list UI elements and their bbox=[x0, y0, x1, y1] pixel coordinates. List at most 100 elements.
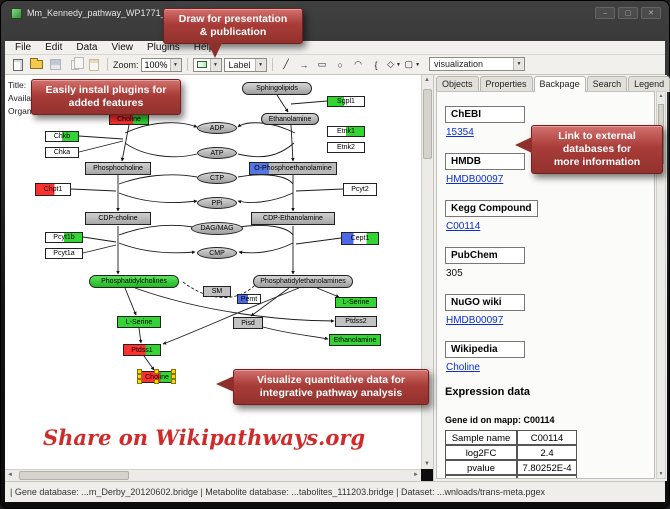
pathway-node-l-serine[interactable]: L-Serine bbox=[335, 297, 377, 308]
pathway-node-atp[interactable]: ATP bbox=[197, 147, 237, 159]
pathway-node-pisd[interactable]: Pisd bbox=[233, 317, 263, 329]
close-button[interactable]: ✕ bbox=[641, 7, 661, 19]
pathway-node-ethanolamine[interactable]: Ethanolamine bbox=[329, 334, 381, 346]
scrollbar-thumb[interactable] bbox=[423, 89, 432, 159]
selection-handle[interactable] bbox=[154, 369, 159, 374]
chevron-down-icon[interactable]: ▼ bbox=[254, 58, 266, 71]
external-db-link[interactable]: Choline bbox=[446, 362, 480, 373]
scroll-left-icon[interactable]: ◄ bbox=[7, 472, 13, 478]
tab-legend[interactable]: Legend bbox=[628, 76, 670, 92]
zoom-input[interactable] bbox=[141, 58, 170, 71]
menu-edit[interactable]: Edit bbox=[45, 42, 63, 53]
line-tool-button[interactable]: ╱ bbox=[278, 57, 295, 73]
template-shapes-combo[interactable]: ▢▼ bbox=[404, 57, 421, 73]
pathway-node-ptdss2[interactable]: Ptdss2 bbox=[335, 316, 377, 327]
pathway-node-phosphatidylcholines[interactable]: Phosphatidylcholines bbox=[89, 275, 179, 288]
pathway-node-ctp[interactable]: CTP bbox=[197, 172, 237, 184]
visualization-combo[interactable]: visualization ▼ bbox=[429, 57, 525, 71]
menu-help[interactable]: Help bbox=[193, 42, 215, 53]
selection-handle[interactable] bbox=[171, 374, 176, 379]
label-combo[interactable]: Label ▼ bbox=[223, 57, 267, 72]
pathway-node-adp[interactable]: ADP bbox=[197, 122, 237, 134]
external-db-link[interactable]: HMDB00097 bbox=[446, 315, 504, 326]
menu-bar: File Edit Data View Plugins Help bbox=[5, 41, 665, 55]
ellipse-tool-button[interactable]: ○ bbox=[332, 57, 349, 73]
pathway-node-ethanolamine[interactable]: Ethanolamine bbox=[261, 113, 319, 125]
pathway-node-pcyt1b[interactable]: Pcyt1b bbox=[45, 232, 83, 243]
pathway-node-choline[interactable]: Choline bbox=[137, 369, 176, 384]
scroll-right-icon[interactable]: ► bbox=[413, 472, 419, 478]
toolbar-separator bbox=[186, 58, 188, 71]
pathway-node-cdp-choline[interactable]: CDP-choline bbox=[85, 212, 151, 225]
pathway-node-pcyt2[interactable]: Pcyt2 bbox=[343, 183, 377, 196]
arc-tool-button[interactable]: ◠ bbox=[350, 57, 367, 73]
tab-search[interactable]: Search bbox=[586, 76, 628, 92]
selection-handle[interactable] bbox=[171, 379, 176, 384]
pathway-node-etnk1[interactable]: Etnk1 bbox=[327, 126, 365, 137]
external-db-link[interactable]: C00114 bbox=[446, 221, 481, 232]
pathway-edges bbox=[70, 94, 344, 371]
arrow-tool-button[interactable]: → bbox=[296, 57, 313, 73]
pathway-node-phosphocholine[interactable]: Phosphocholine bbox=[85, 162, 151, 175]
tab-backpage[interactable]: Backpage bbox=[533, 76, 586, 92]
selection-handle[interactable] bbox=[137, 379, 142, 384]
brace-tool-button[interactable]: { bbox=[368, 57, 385, 73]
scroll-up-icon[interactable]: ▲ bbox=[658, 93, 664, 99]
zoom-combo[interactable]: ▼ bbox=[140, 57, 182, 72]
menu-data[interactable]: Data bbox=[76, 42, 98, 53]
pathway-node-dag-mag[interactable]: DAG/MAG bbox=[191, 222, 243, 235]
pathway-node-chka[interactable]: Chka bbox=[45, 147, 79, 158]
chevron-down-icon[interactable]: ▼ bbox=[209, 58, 221, 71]
table-row: typemet bbox=[445, 475, 654, 478]
pathway-node-pemt[interactable]: Pemt bbox=[237, 294, 261, 304]
canvas-vertical-scrollbar[interactable]: ▲ ▼ bbox=[421, 75, 433, 469]
pathway-node-sm[interactable]: SM bbox=[203, 286, 231, 297]
scrollbar-thumb[interactable] bbox=[19, 471, 129, 480]
maximize-button[interactable]: ▢ bbox=[618, 7, 638, 19]
pathway-info-line: Title: bbox=[8, 80, 27, 90]
chevron-down-icon[interactable]: ▼ bbox=[169, 58, 181, 71]
selection-handle[interactable] bbox=[137, 374, 142, 379]
scroll-down-icon[interactable]: ▼ bbox=[424, 461, 430, 467]
scroll-up-icon[interactable]: ▲ bbox=[424, 77, 430, 83]
tab-properties[interactable]: Properties bbox=[479, 76, 533, 92]
rectangle-tool-button[interactable]: ▭ bbox=[314, 57, 331, 73]
minimize-button[interactable]: – bbox=[595, 7, 615, 19]
pathway-node-ptdss1[interactable]: Ptdss1 bbox=[123, 344, 161, 356]
pathway-node-chkb[interactable]: Chkb bbox=[45, 131, 79, 142]
menu-file[interactable]: File bbox=[15, 42, 32, 53]
scroll-down-icon[interactable]: ▼ bbox=[658, 471, 664, 477]
template-shapes-combo: ▢ bbox=[404, 59, 414, 69]
pathway-node-ppi[interactable]: PPi bbox=[197, 197, 237, 209]
copy-button bbox=[66, 56, 84, 73]
pathway-node-cmp[interactable]: CMP bbox=[197, 247, 237, 259]
datanode-combo[interactable]: ▼ bbox=[192, 57, 222, 72]
pathway-node-pcyt1a[interactable]: Pcyt1a bbox=[45, 248, 83, 259]
pathway-node-sgpl1[interactable]: Sgpl1 bbox=[327, 96, 365, 107]
selection-handle[interactable] bbox=[154, 379, 159, 384]
pathway-node-o-phosphoethanolamine[interactable]: O-Phosphoethanolamine bbox=[249, 162, 337, 175]
selection-handle[interactable] bbox=[137, 369, 142, 374]
pathway-node-sphingolipids[interactable]: Sphingolipids bbox=[242, 82, 312, 95]
mim-shapes-combo[interactable]: ◇▼ bbox=[386, 57, 403, 73]
external-db-link[interactable]: 15354 bbox=[446, 127, 474, 138]
pathway-node-cdp-ethanolamine[interactable]: CDP-Ethanolamine bbox=[251, 212, 335, 225]
selection-handle[interactable] bbox=[171, 369, 176, 374]
chevron-down-icon[interactable]: ▼ bbox=[513, 58, 524, 70]
canvas-horizontal-scrollbar[interactable]: ◄ ► bbox=[5, 469, 421, 481]
pathway-node-chpt1[interactable]: Chpt1 bbox=[35, 183, 71, 196]
pathway-node-etnk2[interactable]: Etnk2 bbox=[327, 142, 365, 153]
tab-objects[interactable]: Objects bbox=[436, 76, 479, 92]
callout-draw: Draw for presentation & publication bbox=[163, 8, 303, 59]
menu-view[interactable]: View bbox=[111, 42, 133, 53]
open-file-button[interactable] bbox=[28, 57, 45, 73]
menu-plugins[interactable]: Plugins bbox=[146, 42, 180, 53]
pathway-node-cept1[interactable]: Cept1 bbox=[341, 232, 379, 245]
pathway-node-phosphatidylethanolamines[interactable]: Phosphatidylethanolamines bbox=[253, 275, 353, 288]
toolbar: Zoom: ▼ ▼ Label ▼ ╱→▭○◠{◇▼▢▼ visualizati… bbox=[5, 55, 665, 75]
pathway-node-l-serine[interactable]: L-Serine bbox=[117, 316, 161, 328]
external-db-link[interactable]: HMDB00097 bbox=[446, 174, 504, 185]
new-file-button[interactable] bbox=[9, 57, 26, 73]
